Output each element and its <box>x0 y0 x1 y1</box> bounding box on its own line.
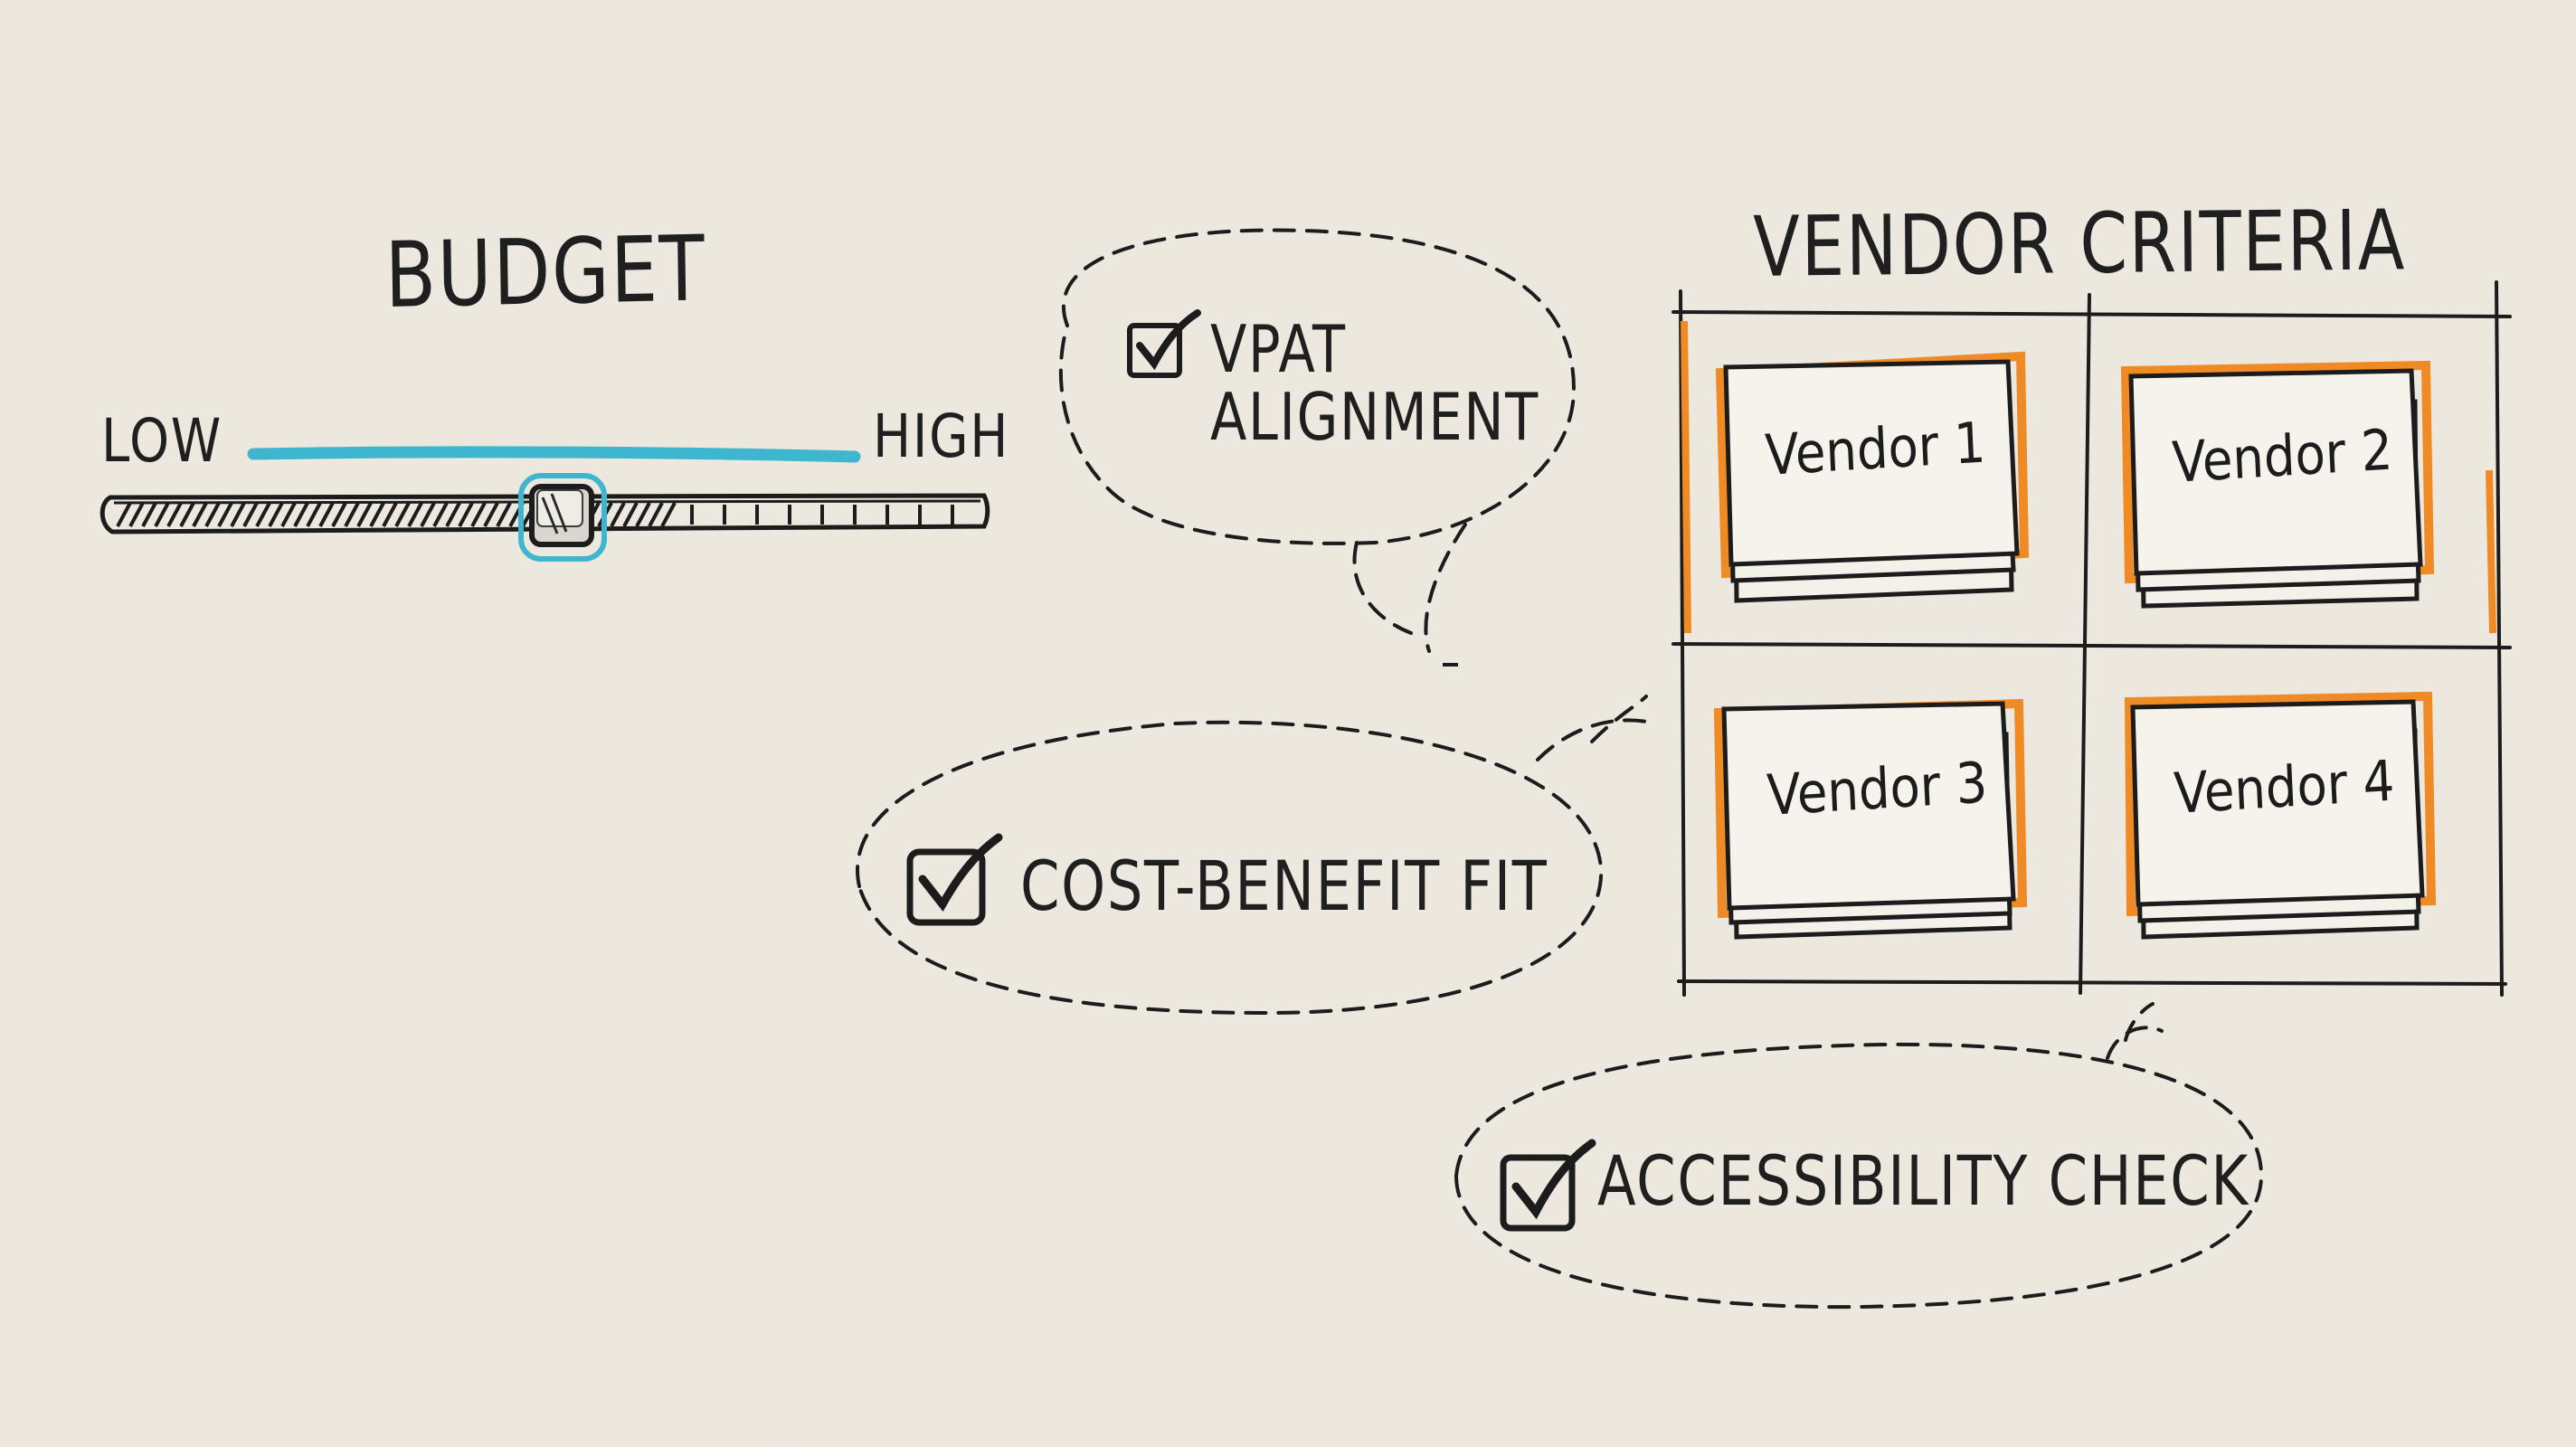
hatch-stroke <box>420 502 436 527</box>
hatch-stroke <box>255 502 271 527</box>
hatch-stroke <box>610 502 626 527</box>
hatch-stroke <box>242 502 259 527</box>
vpat-label-line1: VPAT <box>1210 311 1347 387</box>
budget-low-label: LOW <box>101 406 223 476</box>
vendor-label-2: Vendor 2 <box>2171 416 2394 496</box>
vpat-label-line2: ALIGNMENT <box>1210 379 1539 455</box>
hatch-stroke <box>230 502 246 527</box>
hatch-stroke <box>622 502 639 527</box>
hatch-stroke <box>382 502 398 527</box>
hatch-stroke <box>293 502 309 527</box>
vpat-bubble <box>1058 228 1577 545</box>
hatch-stroke <box>280 502 297 527</box>
hatch-stroke <box>128 502 145 527</box>
slider-ticks <box>690 505 954 525</box>
hatch-stroke <box>496 502 512 527</box>
hatch-stroke <box>154 502 170 527</box>
cost-benefit-bubble <box>856 720 1604 1016</box>
hatch-stroke <box>116 502 132 527</box>
hatch-stroke <box>306 502 322 527</box>
hatch-stroke <box>635 502 651 527</box>
hatch-stroke <box>217 502 233 527</box>
hatch-stroke <box>394 502 411 527</box>
hatch-stroke <box>458 502 474 527</box>
budget-high-label: HIGH <box>873 402 1010 471</box>
vpat-check-icon <box>1127 309 1201 378</box>
vendor-card-3[interactable]: Vendor 3 <box>1711 676 2037 940</box>
hatch-stroke <box>648 502 664 527</box>
hatch-stroke <box>141 502 157 527</box>
vendor-card-4[interactable]: Vendor 4 <box>2118 675 2444 940</box>
hatch-stroke <box>344 502 360 527</box>
slider-thumb[interactable] <box>516 470 610 564</box>
vendor-label-4: Vendor 4 <box>2173 747 2396 827</box>
hatch-stroke <box>470 502 487 527</box>
accessibility-label: ACCESSIBILITY CHECK <box>1597 1140 2249 1221</box>
vendor-card-1[interactable]: Vendor 1 <box>1709 336 2035 603</box>
hatch-stroke <box>192 502 208 527</box>
hatch-stroke <box>660 502 677 527</box>
hatch-stroke <box>483 502 499 527</box>
hatch-stroke <box>407 502 423 527</box>
hatch-stroke <box>179 502 195 527</box>
hatch-stroke <box>331 502 347 527</box>
hatch-stroke <box>204 502 221 527</box>
hatch-stroke <box>166 502 183 527</box>
hatch-stroke <box>369 502 385 527</box>
cost-benefit-check-icon <box>906 833 1003 926</box>
vendor-label-1: Vendor 1 <box>1764 409 1987 488</box>
cost-benefit-label: COST-BENEFIT FIT <box>1020 846 1548 926</box>
accessibility-check-icon <box>1500 1139 1596 1232</box>
vendor-label-3: Vendor 3 <box>1766 749 1989 828</box>
hatch-stroke <box>432 502 449 527</box>
hatch-stroke <box>445 502 461 527</box>
hatch-stroke <box>356 502 373 527</box>
vendor-card-2[interactable]: Vendor 2 <box>2117 344 2442 609</box>
hatch-stroke <box>268 502 284 527</box>
hatch-stroke <box>318 502 335 527</box>
